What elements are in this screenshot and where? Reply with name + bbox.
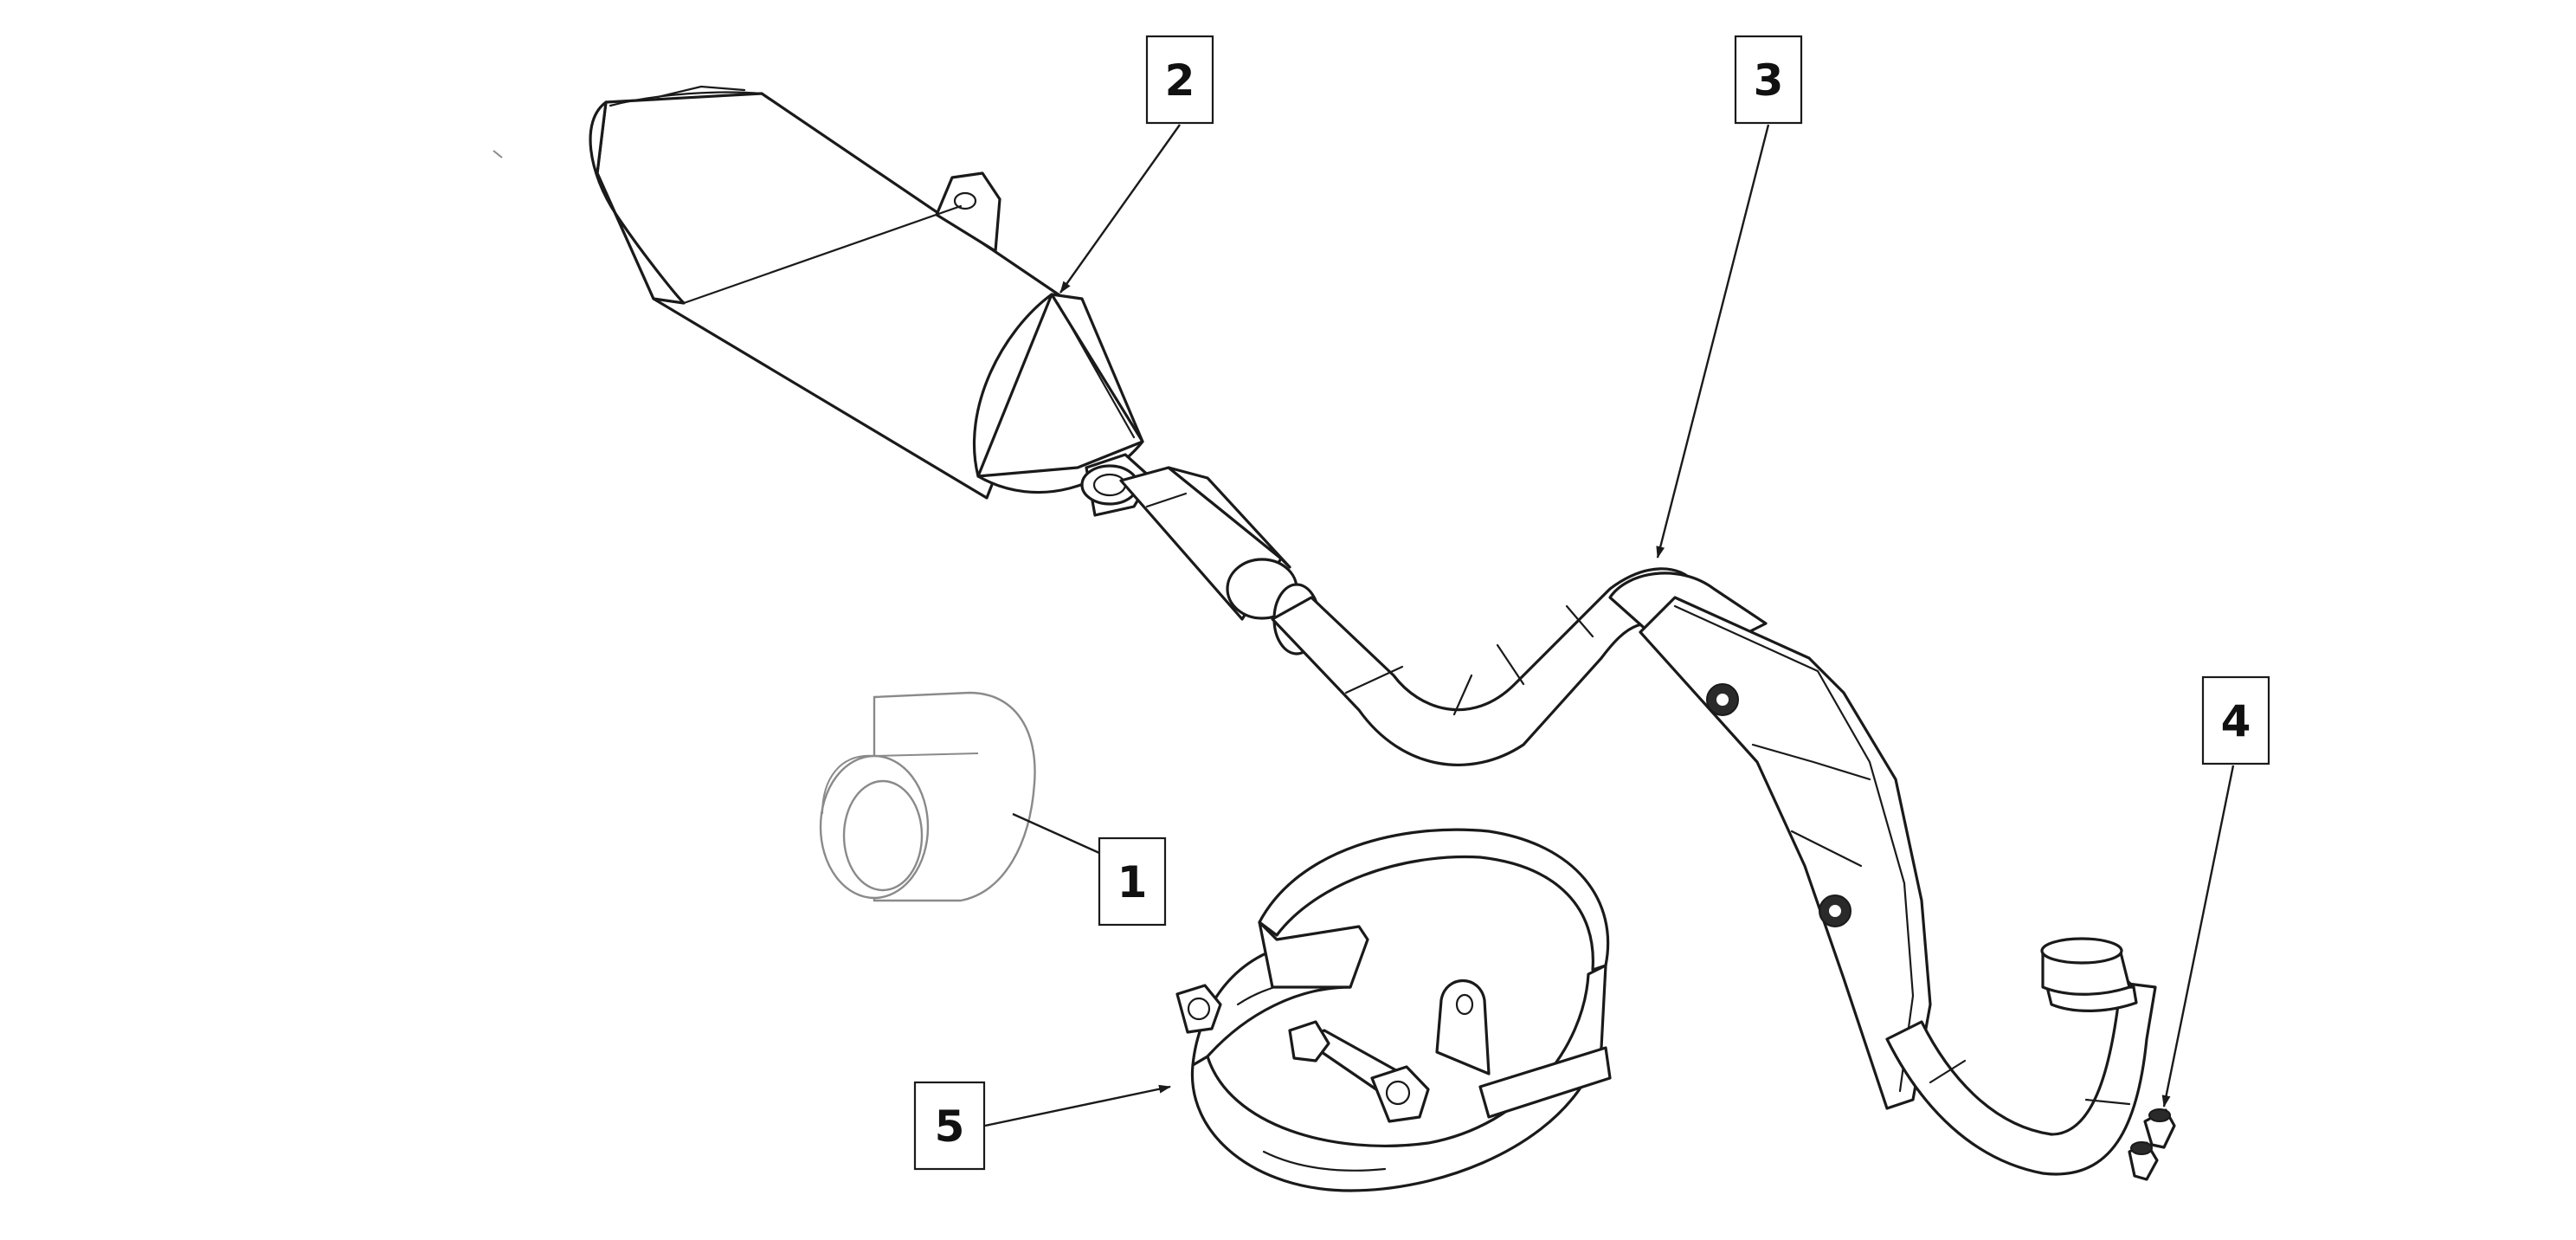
callout-1-label: 1 bbox=[1117, 857, 1148, 907]
callout-4-label: 4 bbox=[2221, 696, 2251, 746]
callout-3: 3 bbox=[1734, 35, 1803, 125]
leader-line-2 bbox=[1059, 124, 1181, 294]
header-pipe-part bbox=[1271, 567, 2157, 1176]
callout-1: 1 bbox=[1098, 836, 1167, 927]
silencer-part bbox=[589, 85, 1298, 621]
sleeve-part bbox=[819, 691, 1036, 902]
callout-2-label: 2 bbox=[1165, 55, 1195, 106]
clamp-part bbox=[1175, 828, 1612, 1192]
leader-line-1 bbox=[1012, 812, 1100, 855]
callout-5-label: 5 bbox=[935, 1101, 965, 1152]
leader-line-5 bbox=[984, 1084, 1171, 1127]
leader-line-3 bbox=[1656, 124, 1770, 559]
callout-3-label: 3 bbox=[1754, 55, 1784, 106]
leader-line-4 bbox=[2161, 765, 2235, 1108]
callout-5: 5 bbox=[913, 1081, 986, 1171]
plug-nuts-part bbox=[2128, 1108, 2176, 1181]
callout-2: 2 bbox=[1145, 35, 1214, 125]
callout-4: 4 bbox=[2201, 675, 2270, 765]
